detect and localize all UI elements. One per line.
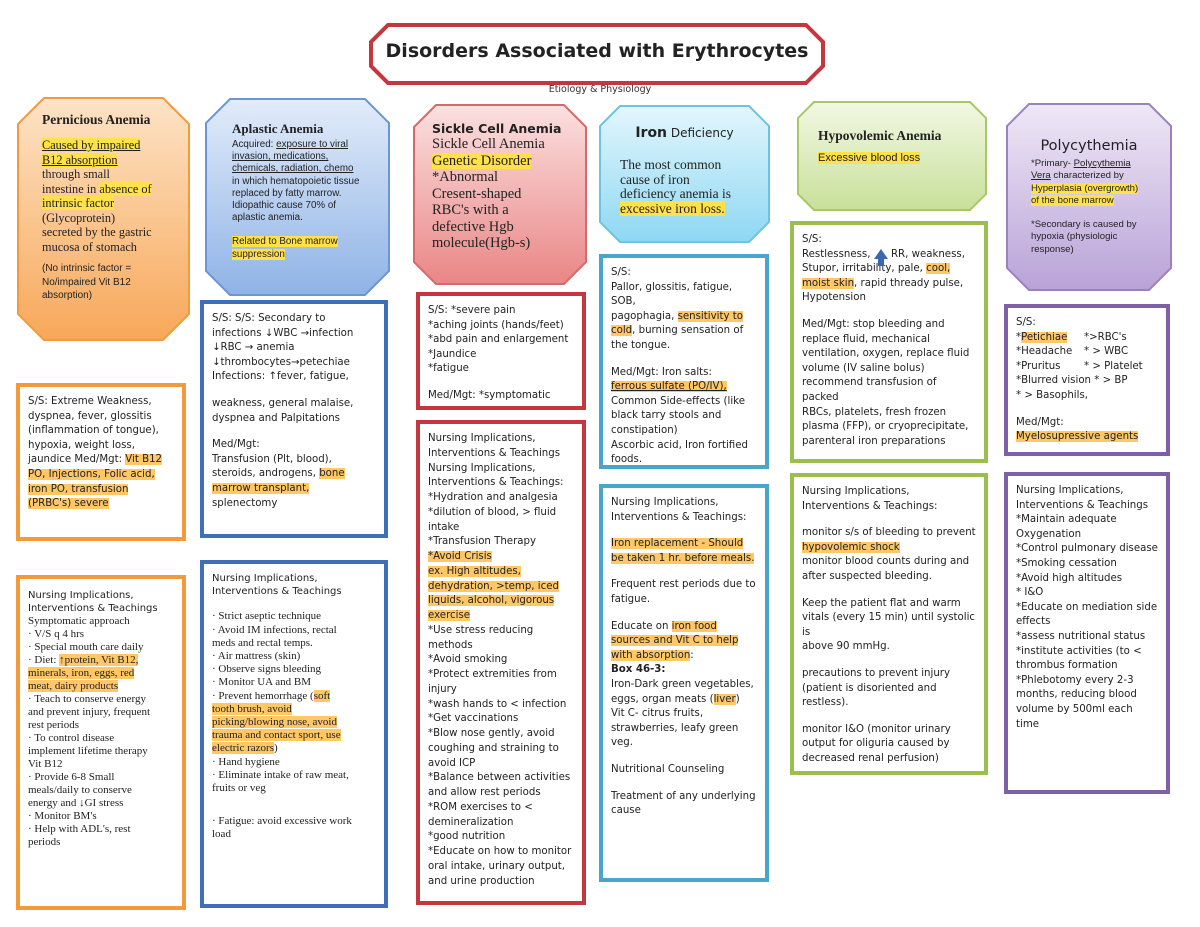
- polycythemia-title: Polycythemia: [1040, 138, 1138, 154]
- title-banner: Disorders Associated with Erythrocytes: [368, 22, 826, 86]
- aplastic-ss-box: S/S: S/S: Secondary to infections ↓WBC →…: [200, 300, 388, 538]
- iron-title: Iron Deficiency: [635, 125, 734, 141]
- pernicious-title: Pernicious Anemia: [42, 112, 151, 127]
- sickle-title: Sickle Cell Anemia: [432, 121, 562, 136]
- arrow-up-icon: [873, 248, 888, 266]
- sickle-nursing-box: Nursing Implications, Interventions & Te…: [416, 420, 586, 905]
- pernicious-nursing-box: Nursing Implications, Interventions & Te…: [16, 575, 186, 910]
- iron-etiology-card: Iron Deficiency The most common cause of…: [598, 104, 771, 244]
- pernicious-etiology-card: Pernicious Anemia Caused by impaired B12…: [16, 96, 191, 342]
- polycythemia-etiology-card: Polycythemia *Primary- Polycythemia Vera…: [1005, 102, 1173, 292]
- page-subtitle: Etiology & Physiology: [548, 84, 652, 95]
- page-title: Disorders Associated with Erythrocytes: [385, 40, 809, 62]
- polycythemia-nursing-box: Nursing Implications, Interventions & Te…: [1004, 472, 1170, 794]
- aplastic-title: Aplastic Anemia: [232, 121, 324, 136]
- iron-ss-box: S/S: Pallor, glossitis, fatigue, SOB, pa…: [599, 254, 769, 469]
- polycythemia-ss-box: S/S: *Petichiae*>RBC's *Headache* > WBC …: [1004, 304, 1170, 456]
- sickle-ss-box: S/S: *severe pain *aching joints (hands/…: [416, 292, 586, 410]
- iron-nursing-box: Nursing Implications, Interventions & Te…: [599, 484, 769, 882]
- aplastic-etiology-card: Aplastic Anemia Acquired: exposure to vi…: [204, 97, 391, 297]
- hypovolemic-ss-box: S/S: Restlessness, RR, weakness, Stupor,…: [790, 221, 988, 463]
- hypovolemic-title: Hypovolemic Anemia: [818, 128, 942, 143]
- hypovolemic-etiology-card: Hypovolemic Anemia Excessive blood loss: [796, 100, 988, 212]
- aplastic-nursing-box: Nursing Implications, Interventions & Te…: [200, 560, 388, 908]
- hypovolemic-nursing-box: Nursing Implications, Interventions & Te…: [790, 473, 988, 775]
- sickle-etiology-card: Sickle Cell Anemia Sickle Cell Anemia Ge…: [412, 103, 588, 286]
- pernicious-ss-box: S/S: Extreme Weakness, dyspnea, fever, g…: [16, 383, 186, 541]
